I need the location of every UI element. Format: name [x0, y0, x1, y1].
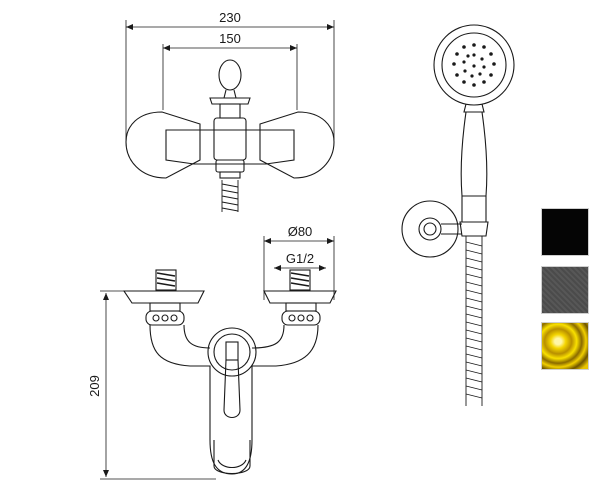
dimension-label-thread: G1/2: [286, 251, 314, 266]
left-wall-connection: [122, 269, 205, 326]
shower-handle: [460, 111, 488, 197]
shower-head: [433, 24, 515, 106]
mixer-body-top: [165, 129, 295, 165]
dimension-height: [100, 290, 216, 480]
dimension-label-230: 230: [219, 10, 241, 25]
hose-stub: [221, 180, 239, 212]
shower-hose: [465, 236, 483, 406]
mixer-dial: [207, 327, 257, 377]
dimension-label-diameter: Ø80: [288, 224, 313, 239]
lever-knob-top: [218, 59, 242, 91]
lever-handle: [223, 359, 241, 419]
mixer-body-front: [149, 324, 319, 475]
dimension-label-150: 150: [219, 31, 241, 46]
dimension-diameter: [263, 236, 335, 300]
hand-shower: [401, 24, 515, 406]
right-wall-connection: [263, 269, 337, 326]
right-rosette: [259, 111, 335, 179]
finish-swatch-gunmetal[interactable]: [541, 266, 589, 314]
finish-swatch-black[interactable]: [541, 208, 589, 256]
dimension-150: [162, 44, 298, 110]
left-rosette: [125, 111, 201, 179]
front-view: [100, 236, 337, 480]
wall-bracket: [401, 200, 459, 258]
shower-nozzles: [452, 43, 496, 87]
dimension-230: [125, 20, 335, 140]
spout: [213, 440, 251, 475]
top-view: [125, 20, 335, 212]
dimension-label-height: 209: [87, 375, 102, 397]
finish-swatch-gold[interactable]: [541, 322, 589, 370]
